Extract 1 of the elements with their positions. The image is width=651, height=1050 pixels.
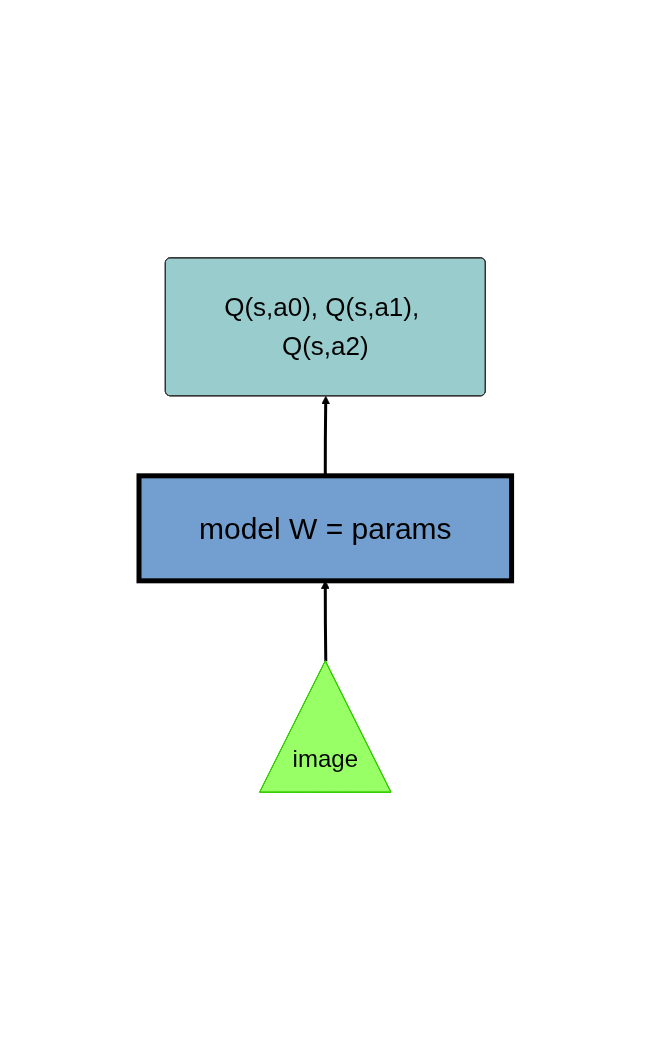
node-box: model W = params (136, 473, 515, 584)
